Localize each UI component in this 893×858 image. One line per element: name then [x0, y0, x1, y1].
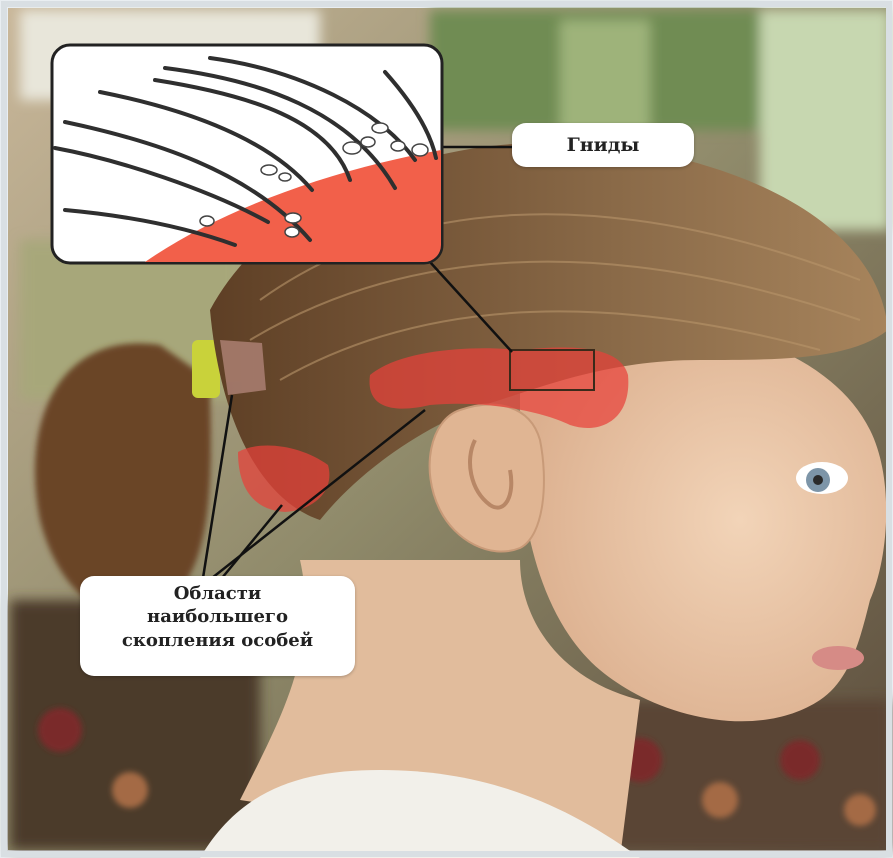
- infestation-areas-label: Области наибольшего скопления особей: [80, 576, 355, 676]
- nits-label-text: Гниды: [567, 134, 640, 156]
- inset-hair-diagram: [52, 45, 442, 263]
- highlight-area-ponytail: [220, 340, 266, 395]
- areas-label-line-2: наибольшего: [80, 605, 355, 628]
- areas-label-line-3: скопления особей: [80, 629, 355, 652]
- lips: [812, 646, 864, 670]
- pupil: [813, 475, 823, 485]
- nits-label: Гниды: [512, 123, 694, 167]
- areas-label-line-1: Области: [80, 582, 355, 605]
